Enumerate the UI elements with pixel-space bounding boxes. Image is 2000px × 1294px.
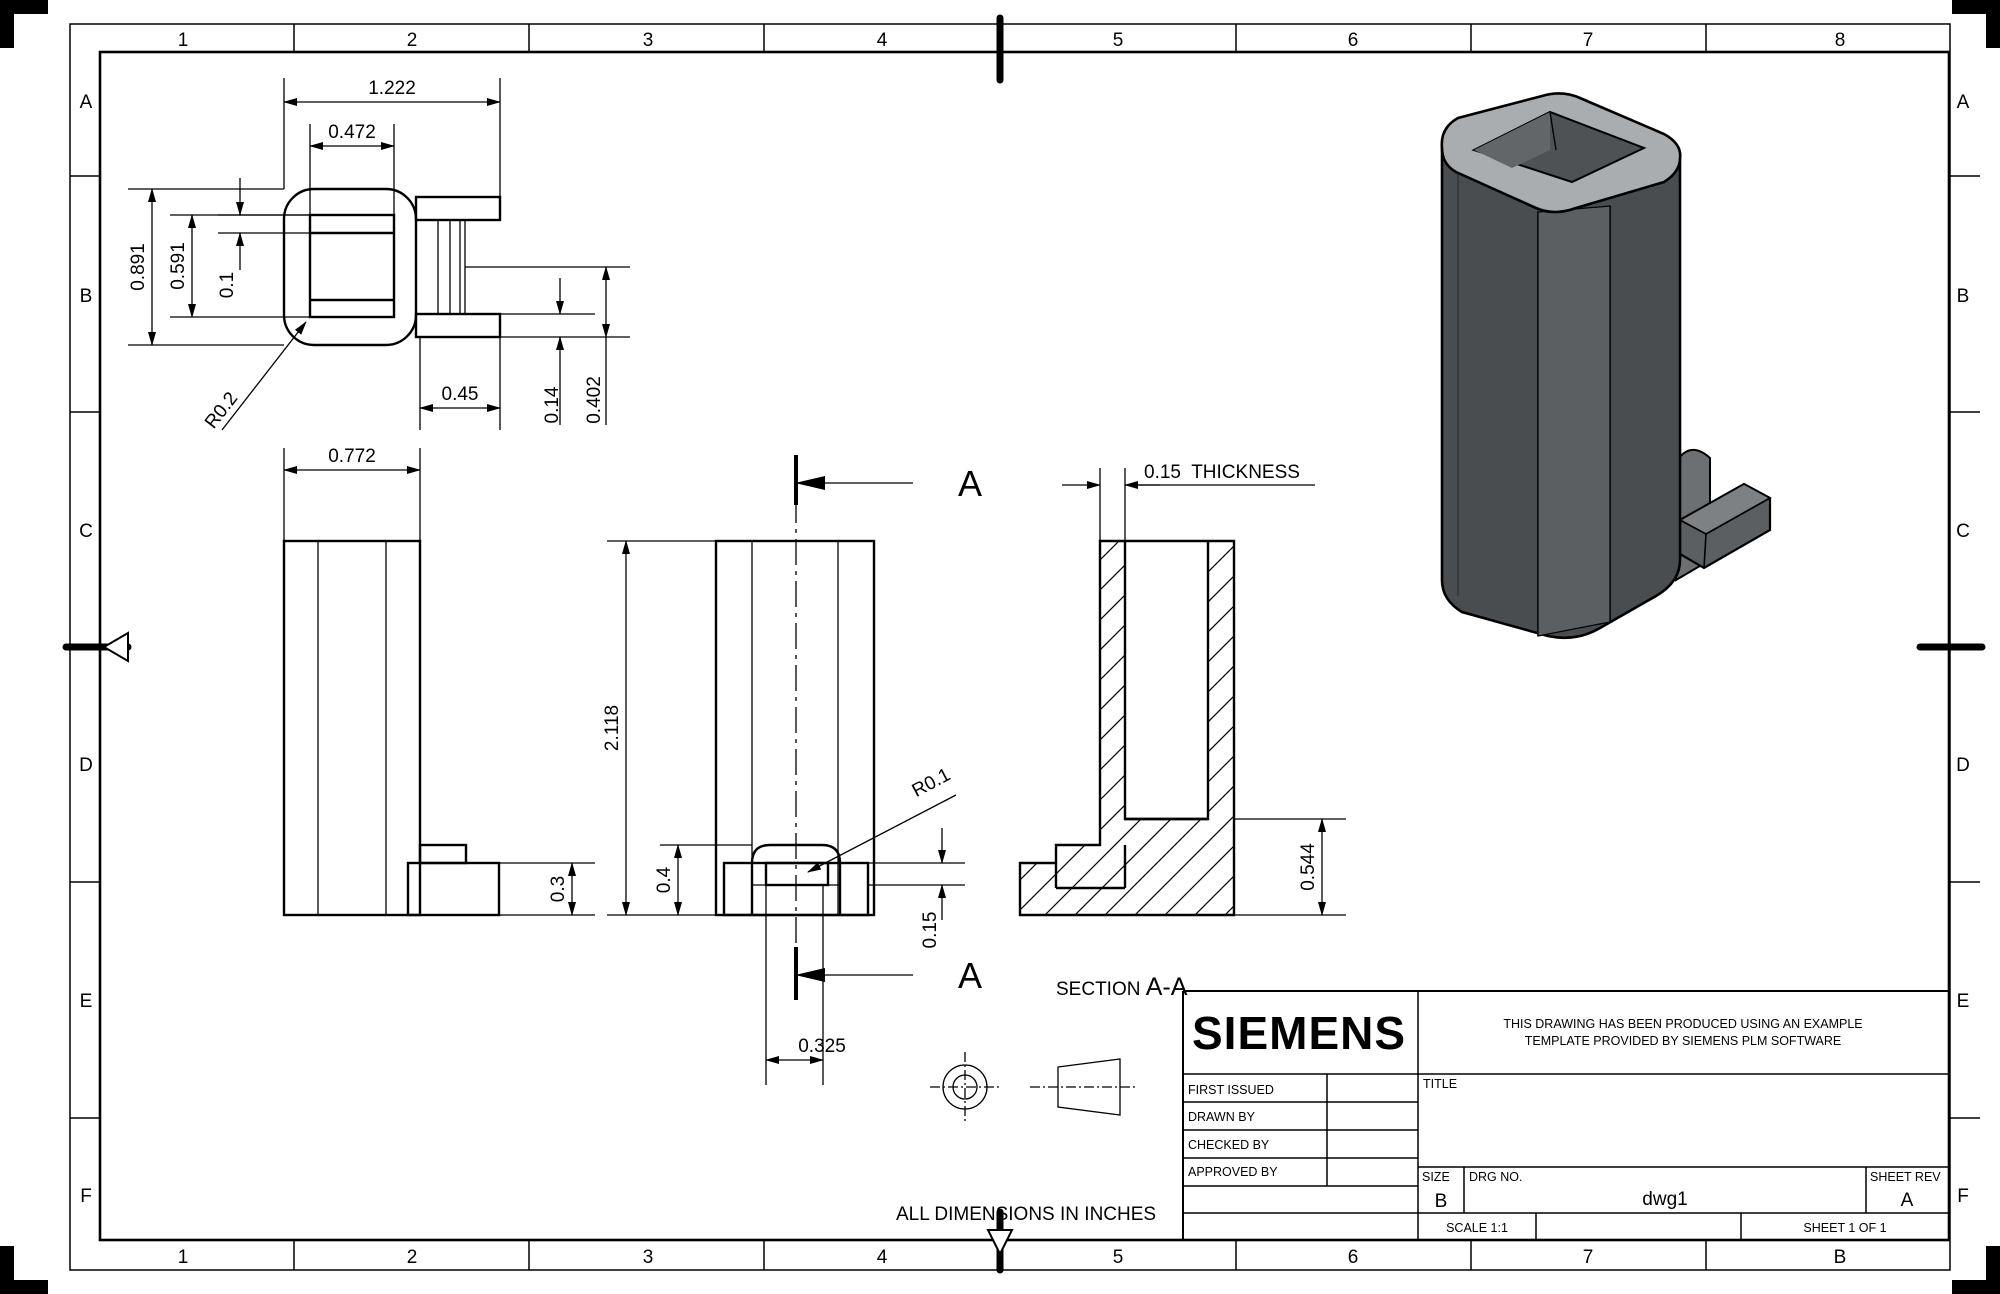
zone-b-left: B [80,286,93,307]
sheet-of-label: SHEET 1 OF 1 [1803,1221,1886,1235]
zone-8-top: 8 [1835,30,1846,51]
zone-7-top: 7 [1583,30,1594,51]
first-issued-label: FIRST ISSUED [1188,1083,1274,1097]
isometric-view [1440,92,1772,640]
dim-base-height: 0.544 [1298,843,1319,891]
section-title-prefix: SECTION [1056,979,1146,1000]
zone-6-top: 6 [1348,30,1359,51]
dim-corner-radius: R0.2 [201,388,242,433]
disclaimer-line-1: THIS DRAWING HAS BEEN PRODUCED USING AN … [1503,1017,1862,1031]
title-label: TITLE [1423,1077,1457,1091]
size-label: SIZE [1422,1170,1450,1184]
zone-8-bottom: B [1834,1247,1847,1268]
zone-4-bottom: 4 [877,1247,888,1268]
sheet-rev-value: A [1901,1190,1914,1211]
zone-6-bottom: 6 [1348,1247,1359,1268]
projection-symbol [930,1052,1138,1122]
section-title-id: A-A [1146,973,1188,1001]
zone-c-right: C [1956,521,1970,542]
dim-outer-height: 0.891 [128,243,149,291]
dim-wall-thickness: 0.15 THICKNESS [1144,462,1300,483]
front-view: 0.772 0.3 [282,446,595,917]
zone-letters-left: A B C D E F [79,92,93,1207]
checked-by-label: CHECKED BY [1188,1138,1270,1152]
zone-d-right: D [1956,755,1970,776]
zone-e-left: E [80,991,93,1012]
zone-1-top: 1 [178,30,189,51]
zone-2-top: 2 [407,30,418,51]
zone-1-bottom: 1 [178,1247,189,1268]
section-mark-top: A [958,463,982,504]
section-title: SECTION A-A [1056,973,1188,1001]
dim-height: 2.118 [602,705,623,751]
zone-4-top: 4 [877,30,888,51]
drawn-by-label: DRAWN BY [1188,1110,1256,1124]
zone-3-top: 3 [643,30,654,51]
title-block: SIEMENS THIS DRAWING HAS BEEN PRODUCED U… [1182,990,1949,1240]
approved-by-label: APPROVED BY [1188,1165,1278,1179]
zone-numbers-top: 1 2 3 4 5 6 7 8 [178,30,1846,51]
zone-3-bottom: 3 [643,1247,654,1268]
top-view: 1.222 0.472 0.891 0.591 0.1 R0.2 0.45 [128,78,630,433]
dim-notch-radius: R0.1 [909,764,954,801]
siemens-logo: SIEMENS [1192,1007,1406,1059]
dim-inner-height: 0.591 [168,242,189,290]
zone-b-right: B [1957,286,1970,307]
size-value: B [1435,1191,1448,1212]
dim-notch-height: 0.4 [654,866,675,893]
dim-tab-span: 0.402 [584,376,605,424]
dim-front-width: 0.772 [328,446,376,467]
zone-e-right: E [1957,991,1970,1012]
zone-numbers-bottom: 1 2 3 4 5 6 7 B [178,1247,1847,1268]
units-note: ALL DIMENSIONS IN INCHES [896,1204,1156,1225]
zone-f-left: F [80,1186,92,1207]
zone-5-bottom: 5 [1113,1247,1124,1268]
zone-d-left: D [79,755,93,776]
zone-5-top: 5 [1113,30,1124,51]
dim-overall-width: 1.222 [368,78,416,99]
zone-a-left: A [80,92,93,113]
drg-no-label: DRG NO. [1469,1170,1522,1184]
section-view: 0.15 THICKNESS 0.544 SECTION A-A [1018,462,1346,1001]
zone-7-bottom: 7 [1583,1247,1594,1268]
drg-no-value: dwg1 [1642,1189,1687,1210]
section-mark-bottom: A [958,955,982,996]
middle-view: 2.118 0.4 0.15 R0.1 0.325 A A [602,455,982,1085]
zone-letters-right: A B C D E F [1956,92,1970,1207]
dim-notch-depth: 0.15 [920,912,941,949]
dim-slot-height: 0.1 [217,272,238,298]
dim-tab-thickness: 0.14 [542,386,563,423]
disclaimer-line-2: TEMPLATE PROVIDED BY SIEMENS PLM SOFTWAR… [1525,1034,1842,1048]
dim-tab-height: 0.3 [548,876,569,902]
sheet-rev-label: SHEET REV [1870,1170,1941,1184]
zone-a-right: A [1957,92,1970,113]
dim-tab-length: 0.45 [442,384,479,405]
zone-dividers [70,24,1980,1270]
dim-inner-width: 0.472 [328,122,376,143]
zone-c-left: C [79,521,93,542]
dim-notch-offset: 0.325 [798,1036,846,1057]
scale-label: SCALE 1:1 [1446,1221,1508,1235]
zone-f-right: F [1957,1186,1969,1207]
zone-2-bottom: 2 [407,1247,418,1268]
